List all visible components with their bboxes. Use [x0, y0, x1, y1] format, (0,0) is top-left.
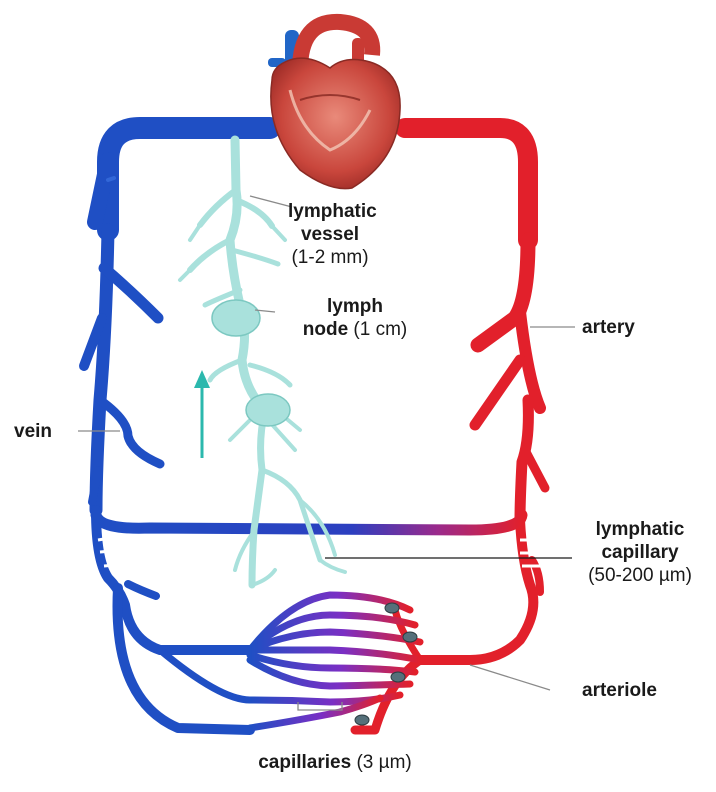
label-artery: artery: [582, 316, 635, 339]
label-capillaries: capillaries (3 µm): [215, 751, 455, 774]
artery-name: artery: [582, 317, 635, 338]
capillaries-size: (3 µm): [356, 752, 411, 773]
arteriole-name: arteriole: [582, 680, 657, 701]
lymph-node-name-2: node: [303, 319, 348, 340]
lymphatic-vessel-size: (1-2 mm): [291, 247, 368, 268]
capillaries-name: capillaries: [258, 752, 351, 773]
lymphatic-capillary-name-1: lymphatic: [596, 519, 685, 540]
lymph-node-size: (1 cm): [353, 319, 407, 340]
lymphatic-vessel-name-1: lymphatic: [288, 201, 377, 222]
label-lymph-node: lymph node (1 cm): [285, 295, 425, 341]
lymphatic-capillary-size: (50-200 µm): [588, 565, 692, 586]
lymph-node-name-1: lymph: [327, 296, 383, 317]
lymphatic-vessel-name-2: vessel: [301, 224, 359, 245]
label-arteriole: arteriole: [582, 679, 657, 702]
heart-icon: [268, 22, 400, 189]
label-lymphatic-vessel: lymphatic vessel (1-2 mm): [288, 200, 372, 269]
label-lymphatic-capillary: lymphatic capillary (50-200 µm): [574, 518, 706, 587]
arrow-up-icon: [194, 370, 210, 458]
vein-name: vein: [14, 421, 52, 442]
lymphatic-capillary-name-2: capillary: [601, 542, 678, 563]
label-vein: vein: [14, 420, 52, 443]
